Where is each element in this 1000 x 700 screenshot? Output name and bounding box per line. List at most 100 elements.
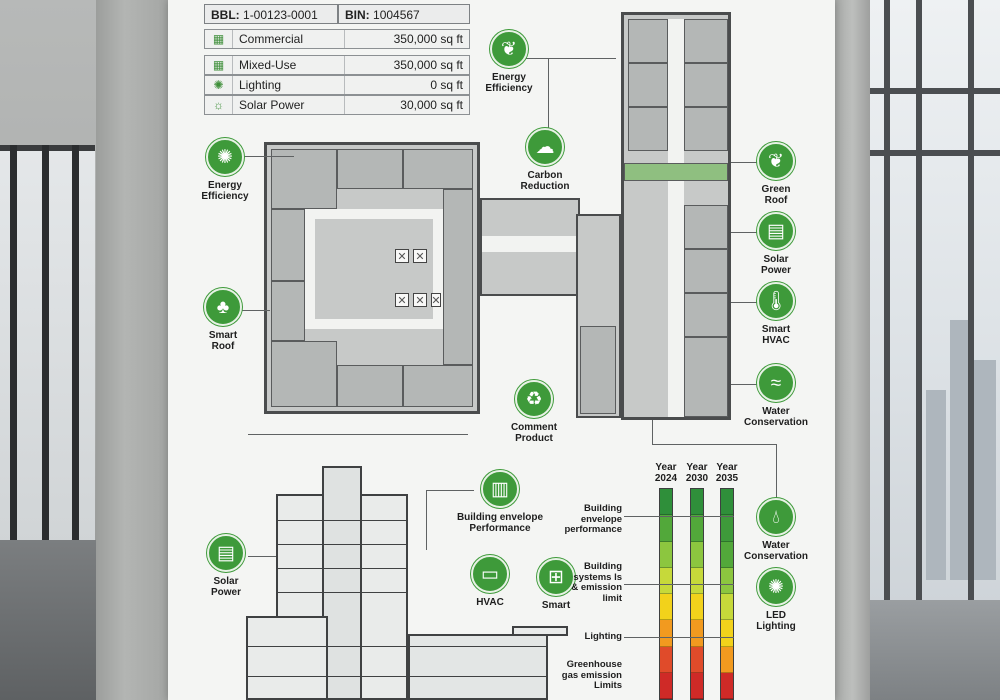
metric-lighting: Lighting <box>584 631 622 642</box>
office-room <box>403 365 473 407</box>
office-room <box>628 63 668 107</box>
window-frame <box>884 0 890 700</box>
floor-line <box>246 676 548 677</box>
usage-row-solar-power: ☼ Solar Power 30,000 sq ft <box>204 95 470 115</box>
usage-label: Commercial <box>233 30 345 48</box>
leader-line <box>731 302 759 303</box>
bar-segment <box>660 594 672 621</box>
skyline-building <box>950 320 968 580</box>
metric-building-envelope: Building envelope performance <box>564 503 622 535</box>
feature-energy-efficiency-top: ❦ Energy Efficiency <box>464 30 554 94</box>
floor-plan-connector <box>480 198 580 296</box>
bar-segment <box>721 594 733 621</box>
bar-segment <box>721 489 733 516</box>
corridor <box>433 209 443 329</box>
bbl-box: BBL: 1-00123-0001 <box>204 4 338 24</box>
office-room <box>684 337 728 417</box>
feature-water-conservation-bottom: 💧︎ Water Conservation <box>731 498 821 562</box>
usage-row-lighting: ✺ Lighting 0 sq ft <box>204 75 470 95</box>
metric-greenhouse-gas: Greenhouse gas emission Limits <box>561 659 622 691</box>
usage-label: Solar Power <box>233 96 345 114</box>
year-2024-label: Year 2024 <box>654 462 678 484</box>
smart-grid-icon: ⊞ <box>537 558 575 596</box>
leader-line <box>248 556 278 557</box>
office-room <box>580 326 616 414</box>
feature-label: HVAC <box>476 597 504 608</box>
bbl-label: BBL: <box>211 8 240 22</box>
metric-guide-line <box>624 637 734 638</box>
light-bulb-icon: ✺ <box>206 138 244 176</box>
building-section-right <box>360 494 408 700</box>
bar-segment <box>721 646 733 673</box>
leader-line <box>248 434 468 435</box>
bar-segment <box>660 646 672 673</box>
bar-segment <box>691 646 703 673</box>
water-wave-icon: ≈ <box>757 364 795 402</box>
elevator-shaft <box>395 293 409 307</box>
light-bulb-icon: ✺ <box>757 568 795 606</box>
window-frame <box>968 0 974 700</box>
feature-smart: ⊞ Smart <box>511 558 601 611</box>
bbl-value: 1-00123-0001 <box>243 8 318 22</box>
leader-line <box>426 490 427 550</box>
bar-segment <box>691 489 703 516</box>
feature-label: Building envelope Performance <box>456 512 544 534</box>
bar-segment <box>660 515 672 542</box>
office-room <box>684 63 728 107</box>
office-room <box>271 209 305 281</box>
usage-label: Lighting <box>233 76 345 94</box>
window-mullion <box>10 145 17 570</box>
cloud-icon: ☁ <box>526 128 564 166</box>
elevator-shaft <box>413 249 427 263</box>
building-podium-right <box>408 634 548 700</box>
usage-value: 350,000 sq ft <box>393 58 463 72</box>
feature-smart-roof: ♣ Smart Roof <box>178 288 268 352</box>
floor-line <box>246 646 548 647</box>
feature-solar-power-right: ▤ Solar Power <box>731 212 821 276</box>
right-glass-wall <box>868 0 1000 700</box>
bar-segment <box>691 541 703 568</box>
office-room <box>271 341 337 407</box>
usage-value: 0 sq ft <box>430 78 463 92</box>
bar-segment <box>660 489 672 516</box>
feature-label: Comment Product <box>510 422 558 444</box>
office-room <box>337 149 403 189</box>
feature-label: LED Lighting <box>756 610 796 632</box>
leader-line <box>731 384 759 385</box>
recycle-icon: ♻ <box>515 380 553 418</box>
feature-label: Water Conservation <box>744 406 808 428</box>
usage-row-commercial: ▦ Commercial 350,000 sq ft <box>204 29 470 49</box>
office-room <box>403 149 473 189</box>
window-transom <box>868 150 1000 156</box>
bar-segment <box>721 620 733 647</box>
leader-line <box>776 444 777 500</box>
bar-segment <box>691 620 703 647</box>
green-terrace <box>624 163 728 181</box>
solar-panel-icon: ▤ <box>207 534 245 572</box>
feature-label: Smart <box>541 600 571 611</box>
thermometer-icon: 🌡︎ <box>757 282 795 320</box>
window-transom <box>868 88 1000 94</box>
window-mullion <box>42 145 49 570</box>
concrete-column-right <box>835 0 870 700</box>
feature-label: Solar Power <box>760 254 791 276</box>
office-room <box>684 19 728 63</box>
sun-icon: ☼ <box>205 96 233 114</box>
corridor <box>305 209 443 219</box>
feature-green-roof: ❦ Green Roof <box>731 142 821 206</box>
year-2035-label: Year 2035 <box>715 462 739 484</box>
bar-segment <box>691 515 703 542</box>
feature-label: Green Roof <box>761 184 791 206</box>
floor-line <box>276 568 408 569</box>
elevator-shaft <box>413 293 427 307</box>
building-podium-left <box>246 616 328 700</box>
feature-comment-product: ♻ Comment Product <box>489 380 579 444</box>
floor-line <box>276 544 408 545</box>
feature-smart-hvac: 🌡︎ Smart HVAC <box>731 282 821 346</box>
building-icon: ▦ <box>205 56 233 74</box>
sustainability-poster: BBL: 1-00123-0001 BIN: 1004567 ▦ Commerc… <box>168 0 835 700</box>
feature-label: Smart Roof <box>208 330 238 352</box>
metric-guide-line <box>624 584 734 585</box>
leader-line <box>426 490 474 491</box>
feature-label: Solar Power <box>210 576 241 598</box>
